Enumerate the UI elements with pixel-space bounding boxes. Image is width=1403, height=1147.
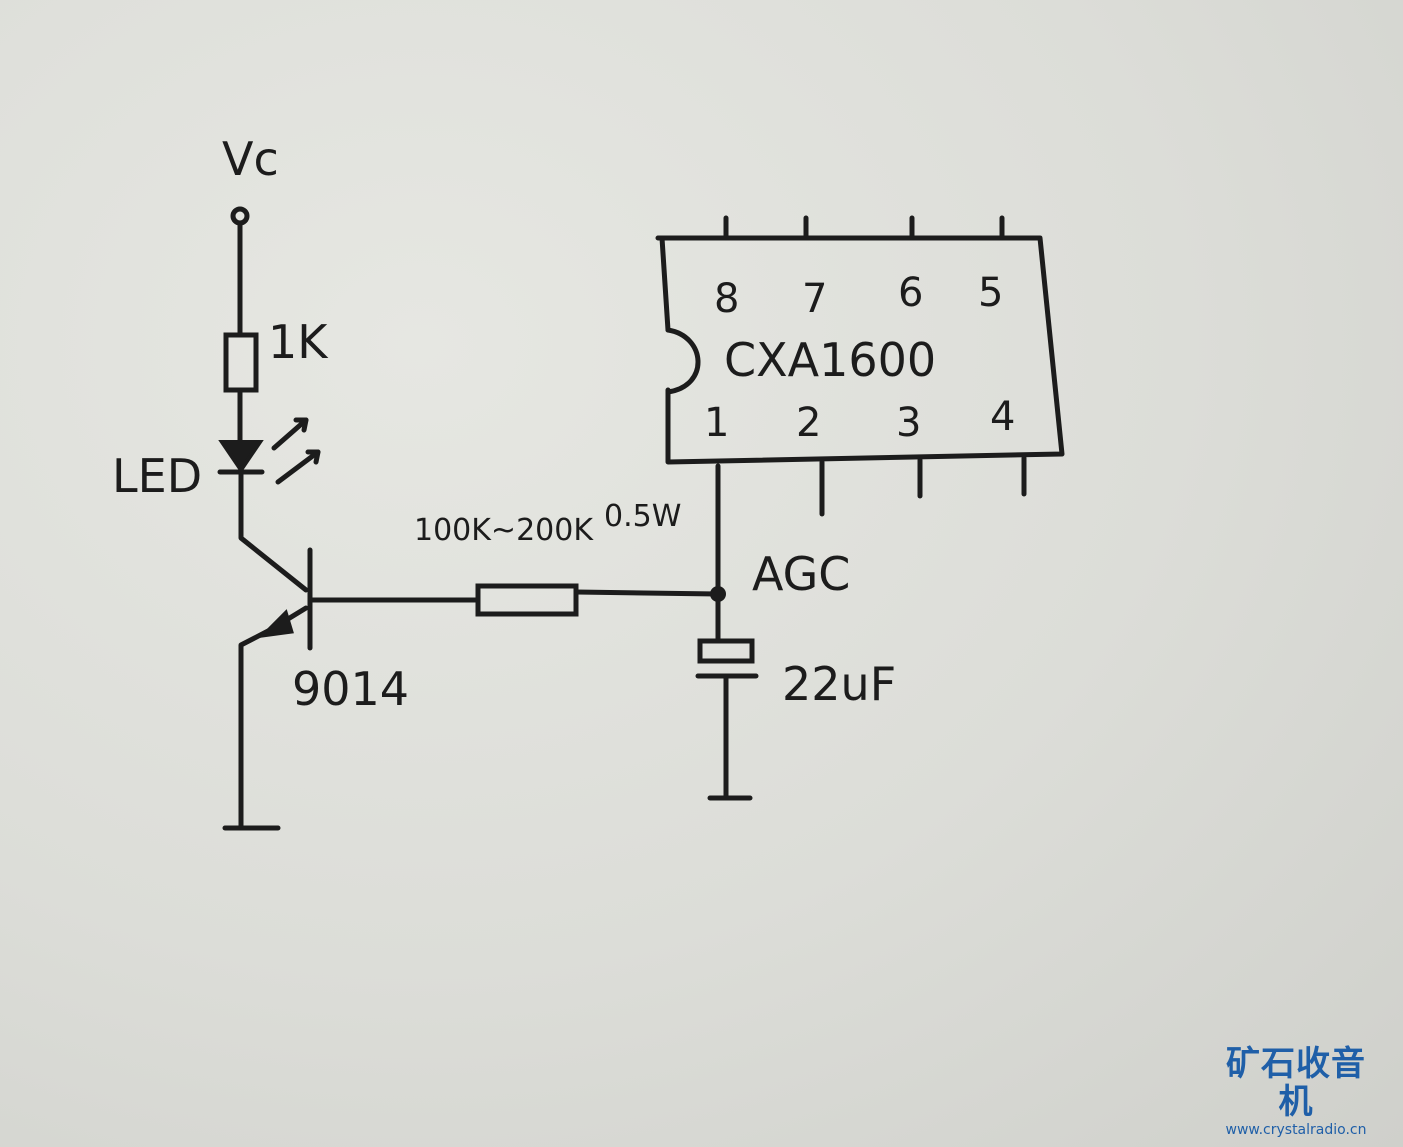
led-arrow-1: [271, 417, 309, 451]
ic-pin-3: 3: [896, 400, 921, 446]
r2-label: 100K~200K: [414, 513, 594, 548]
r1-label: 1K: [268, 315, 329, 369]
capacitor-plate-top: [697, 638, 755, 664]
ic-pin-1: 1: [704, 400, 729, 446]
ic-label: CXA1600: [724, 333, 936, 387]
ic-pin-6: 6: [898, 270, 923, 316]
r2-power-label: 0.5W: [604, 499, 681, 534]
ic-notch: [665, 327, 701, 395]
resistor-100k-200k: [475, 583, 579, 617]
resistor-1k: [223, 332, 259, 393]
ic-pin-7: 7: [802, 276, 827, 322]
wire-r2-agc: [573, 589, 721, 597]
watermark-url: www.crystalradio.cn: [1225, 1122, 1367, 1138]
vcc-label: Vc: [222, 132, 279, 186]
ic-pin-4: 4: [990, 394, 1015, 440]
transistor-9014: [238, 547, 313, 811]
ic-pin-5: 5: [978, 270, 1003, 316]
agc-label: AGC: [752, 547, 850, 601]
transistor-label: 9014: [292, 662, 409, 716]
watermark-title: 矿石收音机: [1226, 1044, 1366, 1122]
ic-pin-8: 8: [714, 276, 739, 322]
ic-pin-2: 2: [796, 400, 821, 446]
watermark: 矿石收音机 www.crystalradio.cn: [1211, 1045, 1381, 1139]
led-arrow-2: [275, 449, 321, 485]
capacitor-label: 22uF: [782, 657, 896, 711]
wire-led-collector: [238, 469, 309, 593]
led-symbol: [217, 417, 321, 485]
led-label: LED: [112, 449, 202, 503]
emitter-arrow: [257, 609, 294, 639]
